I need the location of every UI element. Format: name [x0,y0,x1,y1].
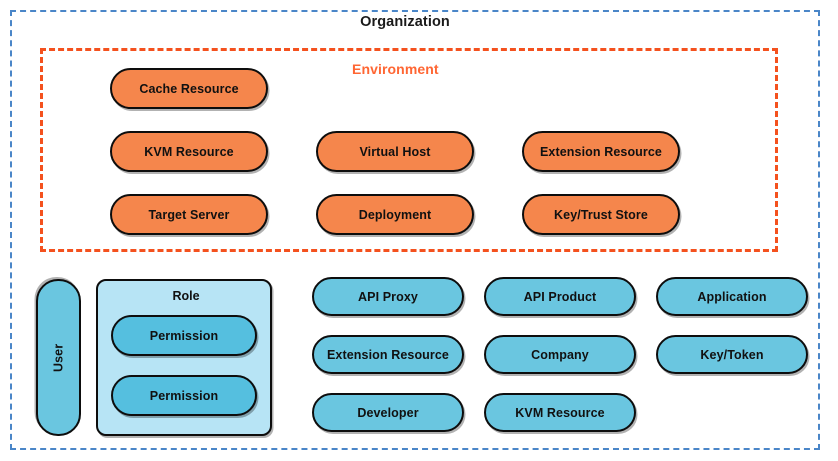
entity-kvm-resource-org[interactable]: KVM Resource [484,393,636,432]
organization-boundary [10,10,820,450]
entity-kvm-resource[interactable]: KVM Resource [110,131,268,172]
entity-target-server[interactable]: Target Server [110,194,268,235]
entity-extension-resource-org[interactable]: Extension Resource [312,335,464,374]
entity-extension-resource-env[interactable]: Extension Resource [522,131,680,172]
entity-permission-1[interactable]: Permission [111,315,257,356]
organization-title: Organization [360,14,450,30]
entity-deployment[interactable]: Deployment [316,194,474,235]
entity-developer[interactable]: Developer [312,393,464,432]
entity-company[interactable]: Company [484,335,636,374]
environment-title: Environment [352,61,439,77]
role-label: Role [172,289,200,303]
entity-cache-resource[interactable]: Cache Resource [110,68,268,109]
entity-permission-2[interactable]: Permission [111,375,257,416]
entity-key-trust-store[interactable]: Key/Trust Store [522,194,680,235]
entity-key-token[interactable]: Key/Token [656,335,808,374]
environment-boundary [40,48,778,252]
entity-api-product[interactable]: API Product [484,277,636,316]
entity-user[interactable]: User [36,279,81,436]
entity-virtual-host[interactable]: Virtual Host [316,131,474,172]
entity-application[interactable]: Application [656,277,808,316]
entity-api-proxy[interactable]: API Proxy [312,277,464,316]
